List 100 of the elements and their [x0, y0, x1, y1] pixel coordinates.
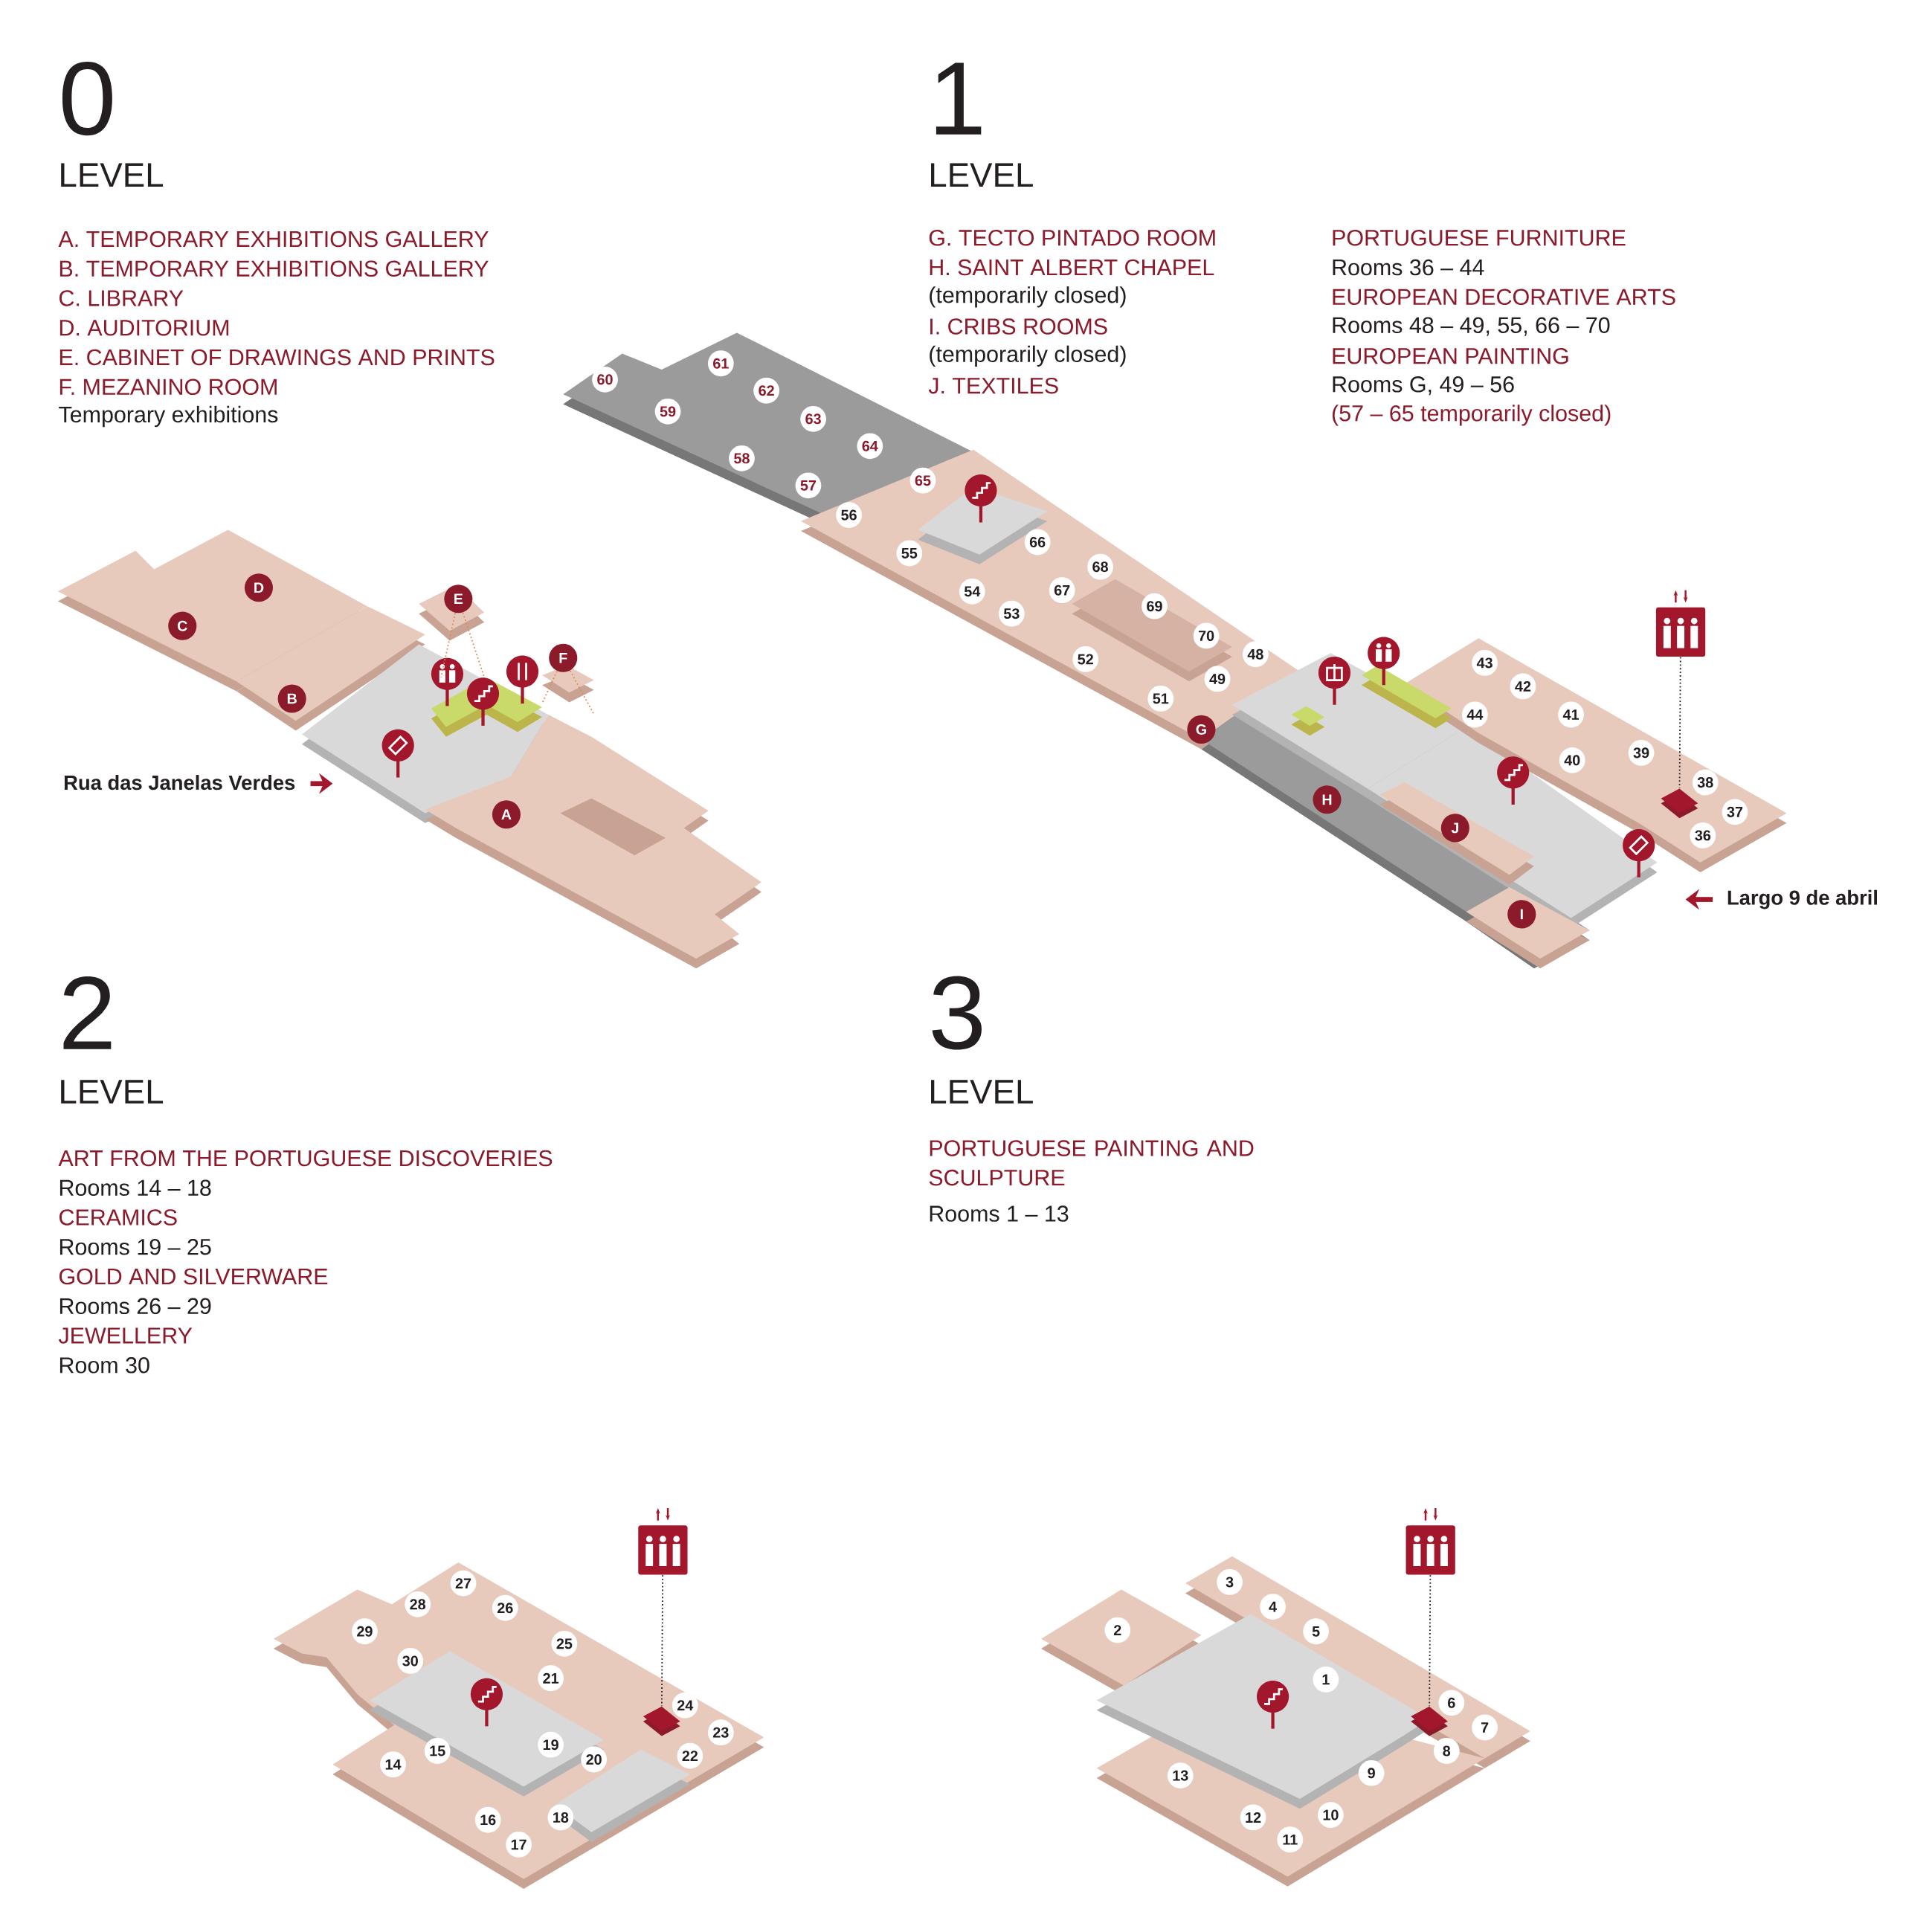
section-heading: J. TEXTILES — [928, 377, 1058, 394]
room-number: 3 — [1217, 1569, 1243, 1595]
room-number: 29 — [352, 1618, 378, 1645]
room-range-text: Rooms 36 – 44 — [1333, 259, 1484, 276]
room-number: 11 — [1277, 1826, 1304, 1853]
room-number: 61 — [707, 350, 734, 377]
room-number: 17 — [506, 1832, 532, 1858]
room-number: 57 — [795, 472, 822, 499]
leader-line — [1429, 1574, 1432, 1707]
leader-line — [440, 612, 457, 678]
room-number: 27 — [450, 1570, 477, 1597]
room-number: 69 — [1142, 593, 1168, 619]
room-number: 44 — [1461, 701, 1488, 728]
room-range-text: Rooms 1 – 13 — [930, 1205, 1069, 1222]
room-number: 13 — [1167, 1762, 1194, 1788]
room-range-text: (temporarily closed) — [930, 286, 1126, 308]
room-number: 55 — [896, 540, 923, 567]
note-text: (57 – 65 temporarily closed) — [1332, 405, 1611, 426]
leader-line — [660, 1574, 664, 1707]
section-heading: JEWELLERY — [58, 1327, 193, 1344]
street-name: Largo 9 de abril — [1727, 889, 1877, 909]
level-heading: LEVEL — [931, 1080, 1033, 1104]
leader-line — [569, 670, 595, 715]
room-number: 43 — [1472, 650, 1498, 676]
level-number: 1 — [936, 62, 982, 135]
room-number: 52 — [1072, 646, 1099, 672]
section-heading: CERAMICS — [59, 1209, 177, 1226]
room-number: 68 — [1087, 553, 1113, 580]
room-number: 41 — [1558, 701, 1584, 728]
room-number: 16 — [474, 1806, 501, 1833]
elevator-icon — [1655, 590, 1706, 657]
level-heading: LEVEL — [61, 163, 164, 187]
elevator-icon — [1405, 1508, 1455, 1575]
room-number: 23 — [707, 1719, 734, 1746]
level-heading: LEVEL — [931, 163, 1033, 187]
room-number: 5 — [1303, 1618, 1329, 1645]
room-number: 59 — [654, 398, 681, 425]
room-number: 24 — [672, 1692, 698, 1719]
room-number: 64 — [857, 433, 883, 460]
section-heading: G. TECTO PINTADO ROOM — [929, 230, 1215, 246]
floor-slab — [425, 715, 761, 969]
room-number: 15 — [424, 1738, 451, 1764]
room-number: 70 — [1193, 622, 1220, 649]
leader-line — [1678, 656, 1681, 789]
section-heading: A. TEMPORARY EXHIBITIONS GALLERY — [58, 231, 489, 248]
room-number: 8 — [1433, 1738, 1460, 1764]
section-heading: I. CRIBS ROOMS — [930, 318, 1107, 335]
room-range-text: Rooms 19 – 25 — [59, 1239, 211, 1255]
room-number: 36 — [1690, 822, 1716, 849]
room-number: 48 — [1243, 641, 1269, 668]
room-number: 12 — [1240, 1804, 1266, 1831]
room-number: 4 — [1260, 1594, 1286, 1620]
room-number: 37 — [1722, 799, 1748, 825]
section-heading: C. LIBRARY — [59, 290, 184, 306]
room-number: 14 — [380, 1751, 406, 1778]
room-number: 62 — [753, 377, 780, 404]
room-number: 9 — [1358, 1759, 1385, 1786]
section-heading: F. MEZANINO ROOM — [59, 379, 277, 396]
section-heading: PORTUGUESE PAINTING AND SCULPTURE — [929, 1140, 1254, 1186]
section-heading: D. AUDITORIUM — [59, 319, 229, 336]
room-number: 21 — [538, 1665, 564, 1692]
leader-line — [462, 611, 486, 678]
room-number: 49 — [1204, 666, 1231, 692]
elevator-pad — [1661, 788, 1698, 819]
section-heading: ART FROM THE PORTUGUESE DISCOVERIES — [58, 1150, 553, 1167]
room-number: 19 — [538, 1731, 564, 1758]
section-heading: EUROPEAN DECORATIVE ARTS — [1333, 289, 1675, 306]
room-number: 65 — [909, 467, 936, 494]
room-range-text: Rooms 26 – 29 — [59, 1298, 211, 1315]
room-number: 60 — [592, 366, 618, 393]
section-heading: PORTUGUESE FURNITURE — [1333, 230, 1626, 246]
room-number: 40 — [1559, 747, 1585, 773]
room-number: 67 — [1049, 577, 1075, 604]
room-number: 6 — [1438, 1690, 1465, 1716]
room-number: 66 — [1024, 529, 1051, 556]
street-name: Rua das Janelas Verdes — [64, 775, 295, 790]
room-number: 38 — [1692, 769, 1719, 796]
room-range-text: Temporary exhibitions — [59, 405, 278, 428]
room-range-text: Rooms G, 49 – 56 — [1333, 376, 1514, 396]
room-number: 53 — [998, 600, 1025, 627]
room-number: 39 — [1628, 739, 1655, 766]
elevator-icon — [638, 1508, 688, 1575]
room-number: 10 — [1318, 1802, 1344, 1828]
room-range-text: (temporarily closed) — [930, 345, 1126, 367]
room-number: 56 — [836, 502, 862, 528]
room-number: 42 — [1510, 673, 1536, 700]
room-number: 1 — [1313, 1667, 1339, 1693]
section-heading: GOLD AND SILVERWARE — [59, 1268, 328, 1285]
level-heading: LEVEL — [61, 1080, 164, 1104]
room-number: 18 — [547, 1804, 574, 1831]
level-number: 3 — [932, 976, 982, 1050]
room-number: 20 — [581, 1746, 608, 1773]
room-number: 30 — [397, 1648, 424, 1674]
leader-line — [541, 670, 558, 703]
room-number: 58 — [729, 445, 755, 471]
level-number: 2 — [63, 976, 112, 1049]
section-heading: EUROPEAN PAINTING — [1333, 348, 1568, 364]
room-range-text: Rooms 14 – 18 — [59, 1179, 211, 1197]
room-number: 54 — [959, 578, 985, 605]
room-number: 63 — [800, 405, 826, 432]
